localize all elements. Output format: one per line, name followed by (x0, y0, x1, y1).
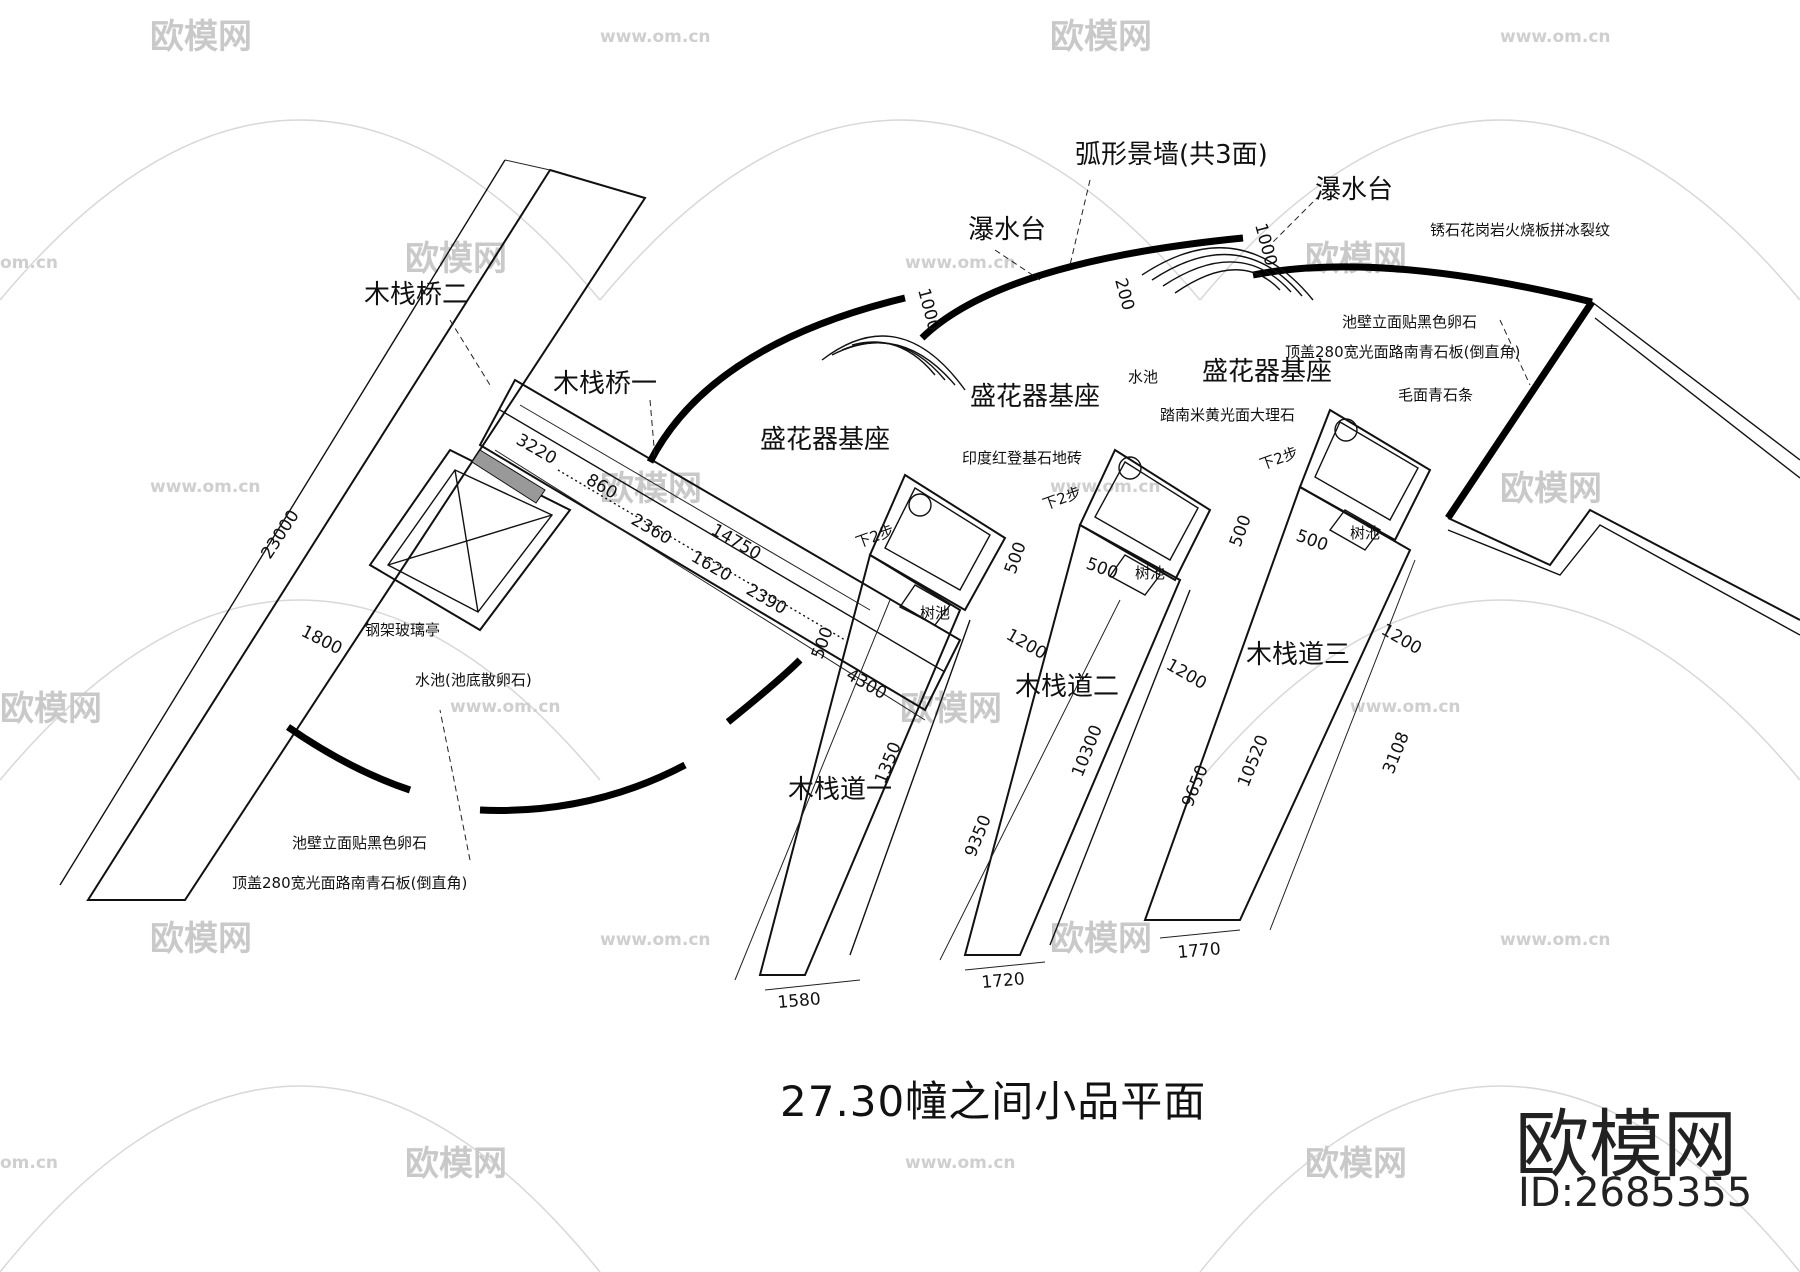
dim-1800: 1800 (298, 622, 346, 659)
watermark-url: www.om.cn (1350, 697, 1461, 717)
watermark-logo: 欧模网 (1500, 469, 1602, 509)
leaders (439, 179, 1531, 861)
dim-1000-b: 1000 (1250, 221, 1281, 268)
watermark-logo: 欧模网 (1305, 239, 1407, 279)
dim-10300: 10300 (1068, 722, 1107, 780)
watermark-logo: 欧模网 (0, 689, 102, 729)
dim-1200-a: 1200 (1003, 625, 1050, 664)
rough-stone-note: 毛面青石条 (1398, 386, 1473, 404)
planter-bases (868, 408, 1432, 626)
dim-9350: 9350 (961, 812, 996, 860)
watermark-logo: 欧模网 (150, 919, 252, 959)
dim-2390: 2390 (743, 580, 790, 619)
dim-10520: 10520 (1234, 732, 1273, 790)
dim-23000: 23000 (257, 506, 303, 562)
marble-note: 踏南米黄光面大理石 (1160, 406, 1295, 424)
watermark-logo: 欧模网 (1050, 919, 1152, 959)
pool-bottom-label: 水池(池底散卵石) (415, 671, 532, 689)
planter-base-label-2: 盛花器基座 (970, 382, 1100, 412)
watermark-url: www.om.cn (450, 697, 561, 717)
watermark-logo: 欧模网 (150, 17, 252, 57)
watermark-url: www.om.cn (905, 1153, 1016, 1173)
dim-3220: 3220 (513, 430, 560, 469)
watermark-logo: 欧模网 (1050, 17, 1152, 57)
step-down-label-3: 下2步 (1257, 443, 1300, 473)
bridge-one-label: 木栈桥一 (553, 369, 657, 399)
watermark-url: www.om.cn (150, 477, 261, 497)
tree-pit-label-2: 树池 (1135, 564, 1165, 582)
watermark-url: www.om.cn (600, 930, 711, 950)
watermark-logo: 欧模网 (405, 1144, 507, 1184)
waterfall-right-label: 瀑水台 (1315, 175, 1393, 205)
dim-1770: 1770 (1177, 939, 1222, 963)
granite-floor-note: 锈石花岗岩火烧板拼冰裂纹 (1430, 221, 1610, 239)
dim-2360: 2360 (628, 510, 675, 549)
tree-pit-label-1: 树池 (920, 604, 950, 622)
pavilion (368, 448, 572, 632)
walkway-three-label: 木栈道三 (1246, 640, 1350, 670)
dim-1200-c: 1200 (1378, 620, 1425, 659)
dim-1350: 1350 (871, 739, 906, 787)
watermark-url: www.om.cn (1500, 27, 1611, 47)
watermark-text: 欧模网 欧模网 欧模网 欧模网 欧模网 欧模网 欧模网 欧模网 欧模网 欧模网 … (0, 17, 1611, 1184)
watermark-url: www.om.cn (600, 27, 711, 47)
dim-500-d: 500 (1226, 512, 1256, 549)
brand-logo-text: 欧模网 (1515, 1102, 1737, 1188)
watermark-url: www.om.cn (1050, 477, 1161, 497)
watermark-logo: 欧模网 (405, 239, 507, 279)
planter-base-label-1: 盛花器基座 (760, 425, 890, 455)
walkways (734, 485, 1416, 981)
watermark-logo: 欧模网 (900, 689, 1002, 729)
walkway-one-label: 木栈道一 (788, 775, 892, 805)
dim-500-b: 500 (1001, 539, 1031, 576)
watermark-url: www.om.cn (1500, 930, 1611, 950)
bridge-one-strip (478, 378, 962, 721)
watermark-logo: 欧模网 (1305, 1144, 1407, 1184)
bridge-two-strip (59, 159, 647, 901)
walkway-two-label: 木栈道二 (1015, 672, 1119, 702)
arc-walls (286, 234, 1595, 814)
pool-wall-right-note-2: 顶盖280宽光面路南青石板(倒直角) (1285, 343, 1520, 361)
pool-wall-right-note-1: 池壁立面贴黑色卵石 (1342, 313, 1477, 331)
dim-500-e: 500 (1293, 526, 1330, 556)
drawing-title: 27.30幢之间小品平面 (780, 1077, 1207, 1126)
watermark-logo: 欧模网 (600, 469, 702, 509)
planter-base-label-3: 盛花器基座 (1202, 357, 1332, 387)
dimension-lines (764, 929, 1241, 991)
step-down-label-1: 下2步 (853, 521, 896, 551)
waterfall-left-label: 瀑水台 (968, 215, 1046, 245)
bridge-two-label: 木栈桥二 (364, 280, 468, 310)
red-granite-note: 印度红登基石地砖 (962, 449, 1082, 467)
dim-1200-b: 1200 (1163, 655, 1210, 694)
dim-1580: 1580 (777, 989, 822, 1013)
dim-1620: 1620 (688, 547, 735, 586)
dim-3108: 3108 (1379, 729, 1414, 777)
pool-wall-left-note-1: 池壁立面贴黑色卵石 (292, 834, 427, 852)
watermark-url: www.om.cn (905, 253, 1016, 273)
waterfall-ripples (821, 247, 1314, 391)
pool-note: 水池 (1128, 368, 1158, 386)
watermark-url: om.cn (0, 1153, 58, 1173)
dim-200: 200 (1110, 276, 1138, 313)
dim-1000-a: 1000 (913, 286, 944, 333)
watermark-pattern (0, 119, 1800, 1272)
right-area (1447, 301, 1800, 636)
dim-9650: 9650 (1178, 762, 1213, 810)
pool-wall-left-note-2: 顶盖280宽光面路南青石板(倒直角) (232, 874, 467, 892)
tree-pit-label-3: 树池 (1350, 524, 1380, 542)
arc-wall-label: 弧形景墙(共3面) (1075, 140, 1268, 170)
dim-500-c: 500 (1083, 554, 1120, 584)
watermark-url: om.cn (0, 253, 58, 273)
pavilion-label: 钢架玻璃亭 (365, 621, 440, 639)
brand-id: ID:2685355 (1518, 1170, 1753, 1216)
dim-1720: 1720 (981, 969, 1026, 993)
